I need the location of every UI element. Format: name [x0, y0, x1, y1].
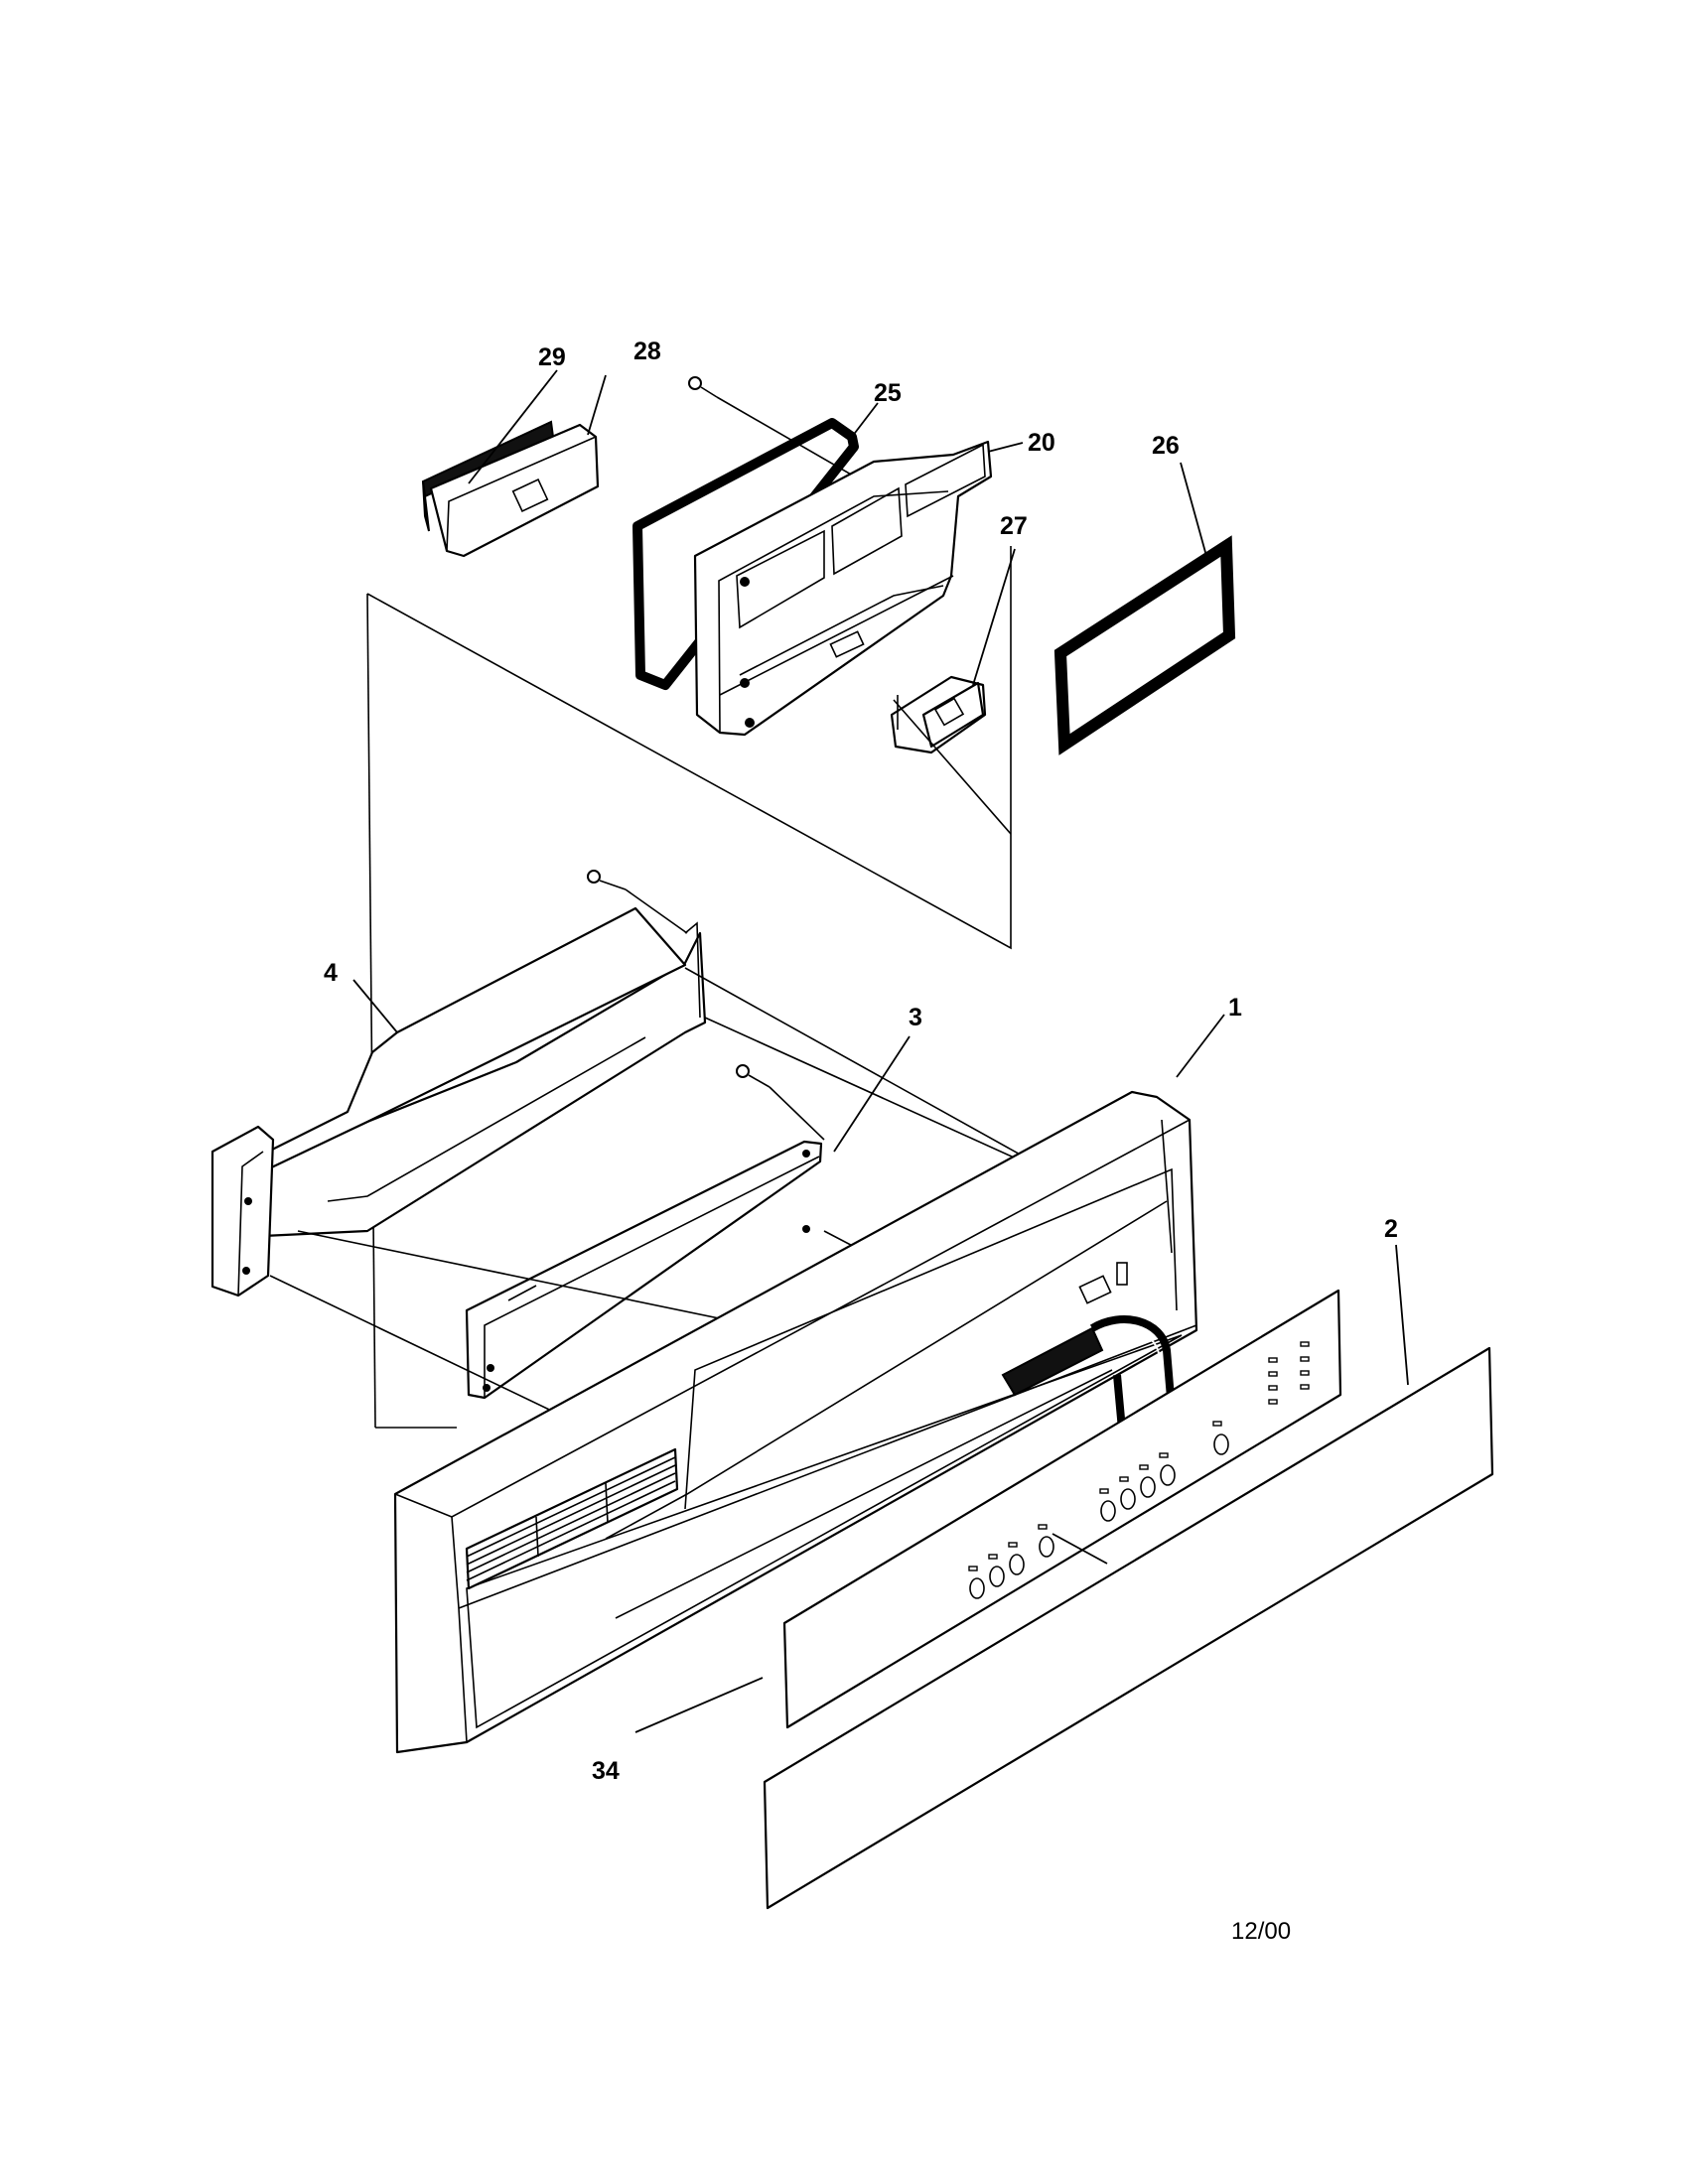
date-code: 12/00 [1231, 1918, 1291, 1945]
part-27-connector [890, 675, 987, 754]
part-25-gasket [632, 418, 859, 690]
part-1-console [393, 1090, 1198, 1754]
leader-lines [352, 369, 1409, 1733]
callout-4: 4 [324, 959, 338, 987]
part-4-duct [210, 888, 707, 1297]
callout-3: 3 [909, 1004, 922, 1031]
callout-2: 2 [1384, 1215, 1398, 1243]
vent-grille [465, 1447, 679, 1590]
callout-1: 1 [1228, 994, 1242, 1022]
part-28-cover [429, 423, 600, 558]
screw-3 [736, 1064, 771, 1088]
callout-34: 34 [592, 1757, 620, 1785]
callout-27: 27 [1000, 512, 1028, 540]
part-26-label [1053, 535, 1236, 755]
part-3-board [465, 1086, 825, 1400]
part-2-panel [763, 1346, 1494, 1910]
callout-labels: 29 28 25 20 26 27 4 3 1 2 34 [324, 338, 1398, 1785]
callout-29: 29 [538, 343, 566, 371]
callout-25: 25 [874, 379, 902, 407]
callout-20: 20 [1028, 429, 1055, 457]
part-20-housing [693, 440, 993, 737]
phantom-frame [366, 546, 1012, 1429]
part-34-keypad [782, 1289, 1342, 1729]
callout-26: 26 [1152, 432, 1180, 460]
callout-28: 28 [633, 338, 661, 365]
screw-4 [587, 870, 627, 890]
